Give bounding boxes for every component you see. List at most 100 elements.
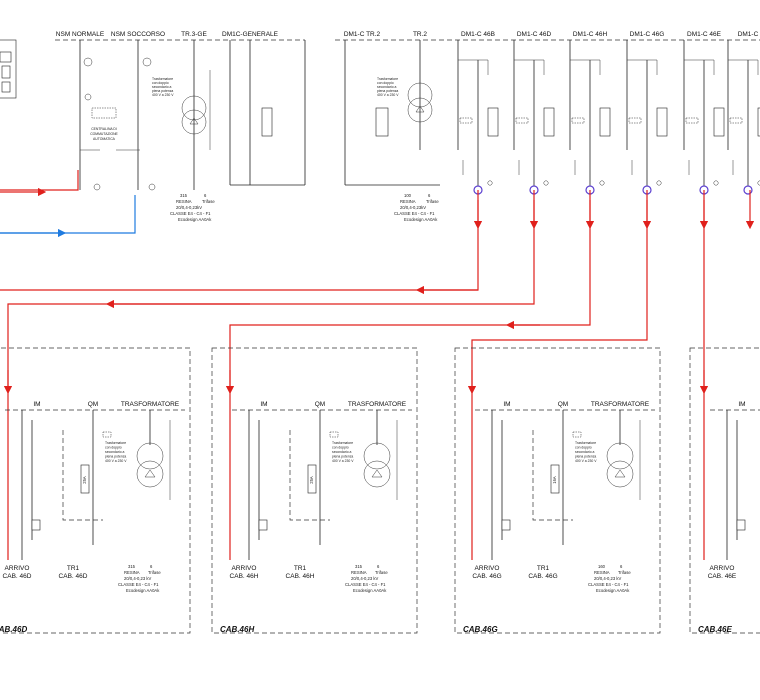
cabin-46g-arrivo-2: CAB. 46G xyxy=(472,573,501,580)
cabin-46d-fuse: 25A xyxy=(82,476,87,484)
tr2-note-3: secondario a xyxy=(377,85,397,89)
cabin-46d-note-0: Trasformatore xyxy=(105,441,126,445)
top-wiring xyxy=(79,40,440,191)
header-dm1c-last: DM1-C xyxy=(738,31,759,38)
cabin-46d-note-3: piena potenza xyxy=(105,455,126,459)
tr2-ratio-val: 6 xyxy=(428,193,431,198)
centralina-line-1: CENTRALINA DI xyxy=(91,127,117,131)
tr2-notes: Trasformatore con doppio secondario a pi… xyxy=(377,77,399,97)
header-tr3-ge: TR.3-GE xyxy=(181,31,207,38)
header-tr2: TR.2 xyxy=(413,31,427,38)
tr3-ecodesign: Ecodesign AA0Ak xyxy=(178,217,212,222)
cabin-46g-ratio: 20/0,4-0,23 kV xyxy=(594,576,621,581)
tr2-classe: CLASSE E4 - C4 - F1 xyxy=(394,211,435,216)
cabin-46g-note-3: piena potenza xyxy=(575,455,596,459)
cabin-46h-arrivo-2: CAB. 46H xyxy=(230,573,259,580)
cabin-46g-tr-label: TRASFORMATORE xyxy=(591,401,650,408)
cabin-46h-tr-label: TRASFORMATORE xyxy=(348,401,407,408)
header-nsm-normale: NSM NORMALE xyxy=(56,31,105,38)
cabin-46g-classe: CLASSE E4 - C4 - F1 xyxy=(588,582,629,587)
cabin-46d-tr-label: TRASFORMATORE xyxy=(121,401,180,408)
cabin-46g-note-4: 400 V a 230 V xyxy=(575,459,597,463)
tr2-note-4: piena potenza xyxy=(377,89,398,93)
cabin-46d-power: 315 xyxy=(128,564,136,569)
tr3-note-2: con doppio xyxy=(152,81,169,85)
cabin-46h-name: CAB.46H xyxy=(220,625,254,634)
cabin-46g-note-1: con doppio xyxy=(575,446,592,450)
tr3-ratio-val: 6 xyxy=(204,193,207,198)
cabin-46d-name: CAB.46D xyxy=(0,625,27,634)
header-dm1c-46d: DM1-C 46D xyxy=(517,31,552,38)
header-dm1c-generale: DM1C-GENERALE xyxy=(222,31,279,38)
header-dm1c-46g: DM1-C 46G xyxy=(630,31,665,38)
cabin-46d-trifase: Trifase xyxy=(148,570,161,575)
cabin-46h-ecodesign: Ecodesign AA0Ak xyxy=(353,588,387,593)
tr3-note-5: 400 V a 230 V xyxy=(152,93,174,97)
cabin-46g-resina: RESINA xyxy=(594,570,610,575)
feeder-bay-dm1c-46h xyxy=(569,40,611,195)
cabin-46d-tr-2: CAB. 46D xyxy=(59,573,88,580)
tr2-note-5: 400 V a 230 V xyxy=(377,93,399,97)
tr3-notes: Trasformatore con doppio secondario a pi… xyxy=(152,77,174,97)
cabin-46g-im-label: IM xyxy=(503,401,510,408)
cabin-46g-trifase: Trifase xyxy=(618,570,631,575)
cabin-46d-arrivo-2: CAB. 46D xyxy=(3,573,32,580)
tr3-power: 315 xyxy=(180,193,188,198)
feeder-bay-dm1c-46d xyxy=(513,40,555,195)
feeder-bay-dm1c-46g xyxy=(626,40,668,195)
tr2-trifase: Trifase xyxy=(426,199,439,204)
cabin-46g-power: 160 xyxy=(598,564,606,569)
cabin-46h-im-label: IM xyxy=(260,401,267,408)
cabin-46h-note-4: 400 V a 230 V xyxy=(332,459,354,463)
cabin-46d-arrivo-1: ARRIVO xyxy=(5,565,30,572)
cabin-46g-note-2: secondario a xyxy=(575,450,595,454)
tr2-ecodesign: Ecodesign AA0Ak xyxy=(404,217,438,222)
cabin-46d-im-label: IM xyxy=(33,401,40,408)
tr2-note-1: Trasformatore xyxy=(377,77,398,81)
cabin-46h-classe: CLASSE E4 - C4 - F1 xyxy=(345,582,386,587)
header-dm1c-46e: DM1-C 46E xyxy=(687,31,722,38)
cabin-46g-note-0: Trasformatore xyxy=(575,441,596,445)
cabin-46d-tr-1: TR1 xyxy=(67,565,80,572)
cabin-46g-fuse: 16A xyxy=(552,476,557,484)
cabin-46h-power: 315 xyxy=(355,564,363,569)
cabin-46d-note-4: 400 V a 230 V xyxy=(105,459,127,463)
cabin-46g-tr-2: CAB. 46G xyxy=(528,573,557,580)
feeder-bay-dm1c-46e xyxy=(683,40,725,195)
header-dm1c-46b: DM1-C 46B xyxy=(461,31,495,38)
cabin-46g-ratio-val: 6 xyxy=(620,564,623,569)
tr2-ratio: 20/0,4-0,23kV xyxy=(400,205,426,210)
cabin-46e-im-label: IM xyxy=(738,401,745,408)
tr2-power: 100 xyxy=(404,193,412,198)
tr3-resina: RESINA xyxy=(176,199,192,204)
cabin-46h-tr-1: TR1 xyxy=(294,565,307,572)
centralina-line-3: AUTOMATICA xyxy=(93,137,116,141)
cabin-46d-ecodesign: Ecodesign AA0Ak xyxy=(126,588,160,593)
header-nsm-soccorso: NSM SOCCORSO xyxy=(111,31,165,38)
cabin-46h-note-0: Trasformatore xyxy=(332,441,353,445)
cabin-46g-name: CAB.46G xyxy=(463,625,498,634)
feeder-bay-dm1c-last xyxy=(727,40,760,195)
main-switchboard: NSM NORMALE NSM SOCCORSO TR.3-GE DM1C-GENER… xyxy=(0,31,760,222)
tr2-note-2: con doppio xyxy=(377,81,394,85)
cabin-46g-ecodesign: Ecodesign AA0Ak xyxy=(596,588,630,593)
tr2-spec: 100 6 RESINA Trifase 20/0,4-0,23kV CLASS… xyxy=(394,193,439,222)
cabin-46h-arrivo-1: ARRIVO xyxy=(232,565,257,572)
cabin-46d-note-1: con doppio xyxy=(105,446,122,450)
cabin-46h-note-1: con doppio xyxy=(332,446,349,450)
cabin-46e-name: CAB.46E xyxy=(698,625,732,634)
cabin-46h-fuse: 25A xyxy=(309,476,314,484)
tr3-note-4: piena potenza xyxy=(152,89,173,93)
cabin-46d-note-2: secondario a xyxy=(105,450,125,454)
centralina-line-2: COMMUTAZIONE xyxy=(90,132,118,136)
tr2-resina: RESINA xyxy=(400,199,416,204)
tr3-note-1: Trasformatore xyxy=(152,77,173,81)
feeder-bay-dm1c-46b xyxy=(457,40,499,195)
centralina-box: CENTRALINA DI COMMUTAZIONE AUTOMATICA xyxy=(90,107,119,141)
cabin-46d-ratio-val: 6 xyxy=(150,564,153,569)
